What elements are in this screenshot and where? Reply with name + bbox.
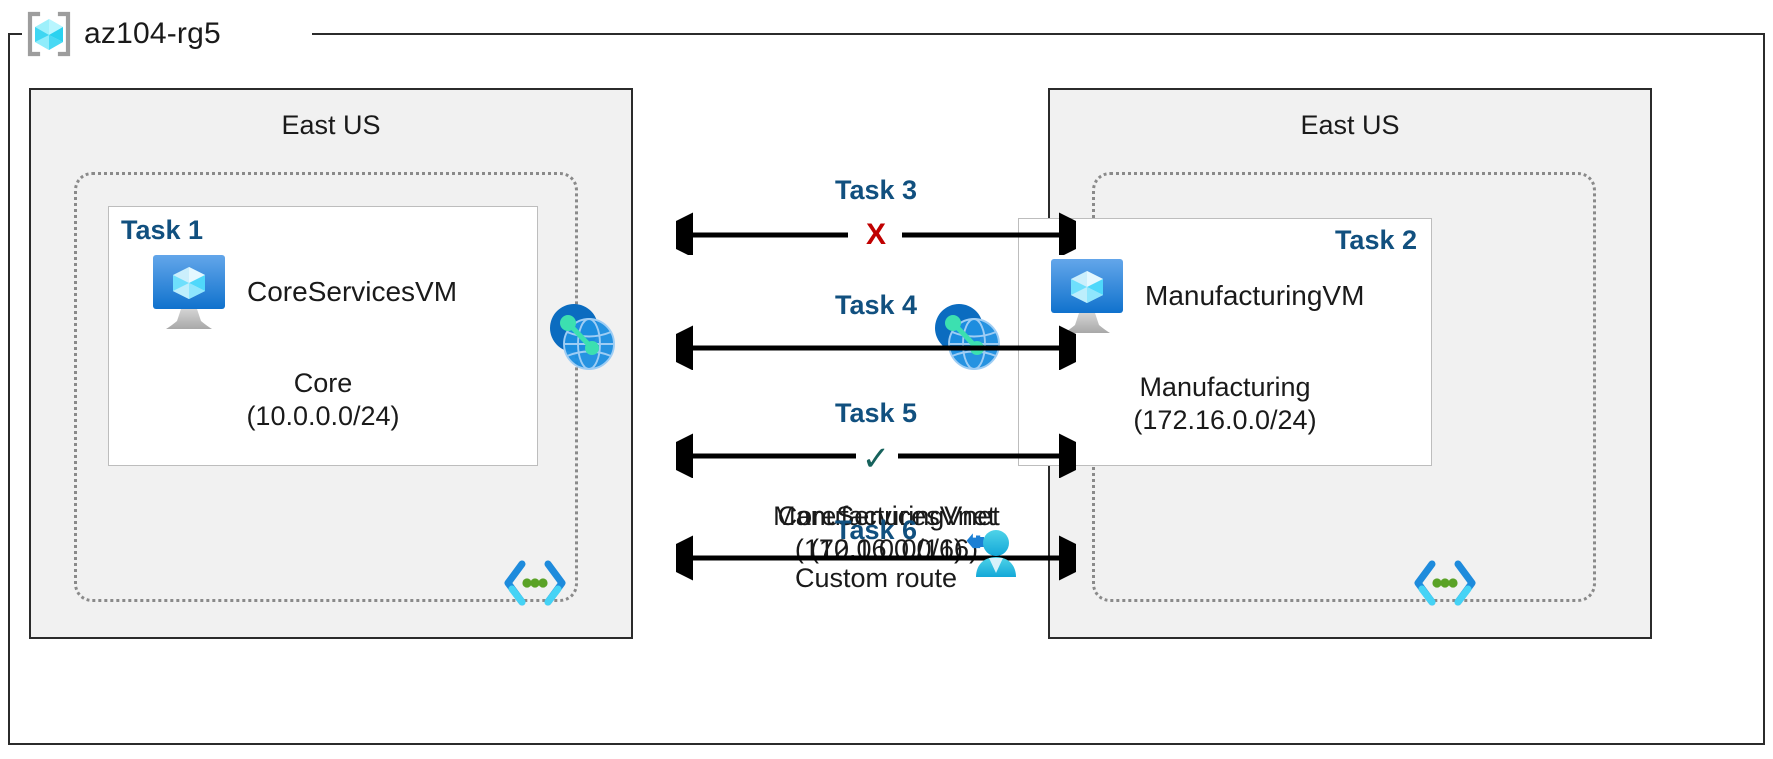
task-4-label: Task 4 [834, 290, 918, 320]
vnet-boundary-left [74, 172, 578, 602]
subnet-info-left: Core (10.0.0.0/24) [109, 367, 537, 433]
subnet-box-left: Task 1 CoreSer [108, 206, 538, 466]
vnet-peering-globe-icon [550, 304, 615, 370]
task-5-arrow [676, 433, 1076, 478]
task-3-arrow [676, 212, 1076, 255]
subnet-cidr-right: (172.16.0.0/24) [1133, 404, 1317, 435]
allowed-check-icon: ✓ [861, 440, 891, 478]
vnet-name-text-left: CoreServicesVnet [777, 501, 996, 531]
region-title-left: East US [281, 110, 381, 140]
task-2-label: Task 2 [1334, 225, 1417, 255]
connection-task-4: Task 4 [676, 290, 1076, 370]
virtual-machine-icon [153, 255, 225, 329]
resource-group-name: az104-rg5 [84, 17, 221, 50]
connection-task-6: Task 6 Custom route [676, 505, 1076, 605]
vnet-name-text-right: ManufacturingVnet [773, 501, 1000, 531]
resource-group-title: az104-rg5 [24, 8, 221, 60]
blocked-x-icon: X [865, 218, 886, 251]
vm-name-right: ManufacturingVM [1145, 280, 1365, 311]
task-6-sublabel: Custom route [794, 563, 958, 593]
subnet-box-right: Task 2 ManufacturingVM Manufacturing (17… [1018, 218, 1432, 466]
task-5-label: Task 5 [834, 398, 918, 428]
custom-route-user-icon [966, 530, 1016, 577]
subnet-name-right: Manufacturing [1139, 372, 1311, 402]
resource-group-title-mask [22, 12, 312, 56]
task-4-arrow [676, 325, 1076, 370]
subnet-name-left: Core [293, 368, 353, 398]
vm-left: CoreServicesVM [151, 253, 457, 331]
vm-right: ManufacturingVM [1049, 257, 1364, 335]
task-3-label: Task 3 [834, 175, 918, 205]
connection-task-3: Task 3 X [676, 175, 1076, 255]
subnet-code-icon [1414, 560, 1476, 606]
connection-task-5: Task 5 ✓ [676, 398, 1076, 478]
resource-group-frame [8, 33, 1765, 745]
region-title-right: East US [1300, 110, 1400, 140]
subnet-info-right: Manufacturing (172.16.0.0/24) [1019, 371, 1431, 437]
vm-name-left: CoreServicesVM [247, 276, 458, 307]
task-1-label: Task 1 [121, 215, 204, 245]
subnet-code-icon [504, 560, 566, 606]
resource-group-cube-icon [27, 11, 71, 57]
subnet-cidr-left: (10.0.0.0/24) [246, 400, 400, 431]
